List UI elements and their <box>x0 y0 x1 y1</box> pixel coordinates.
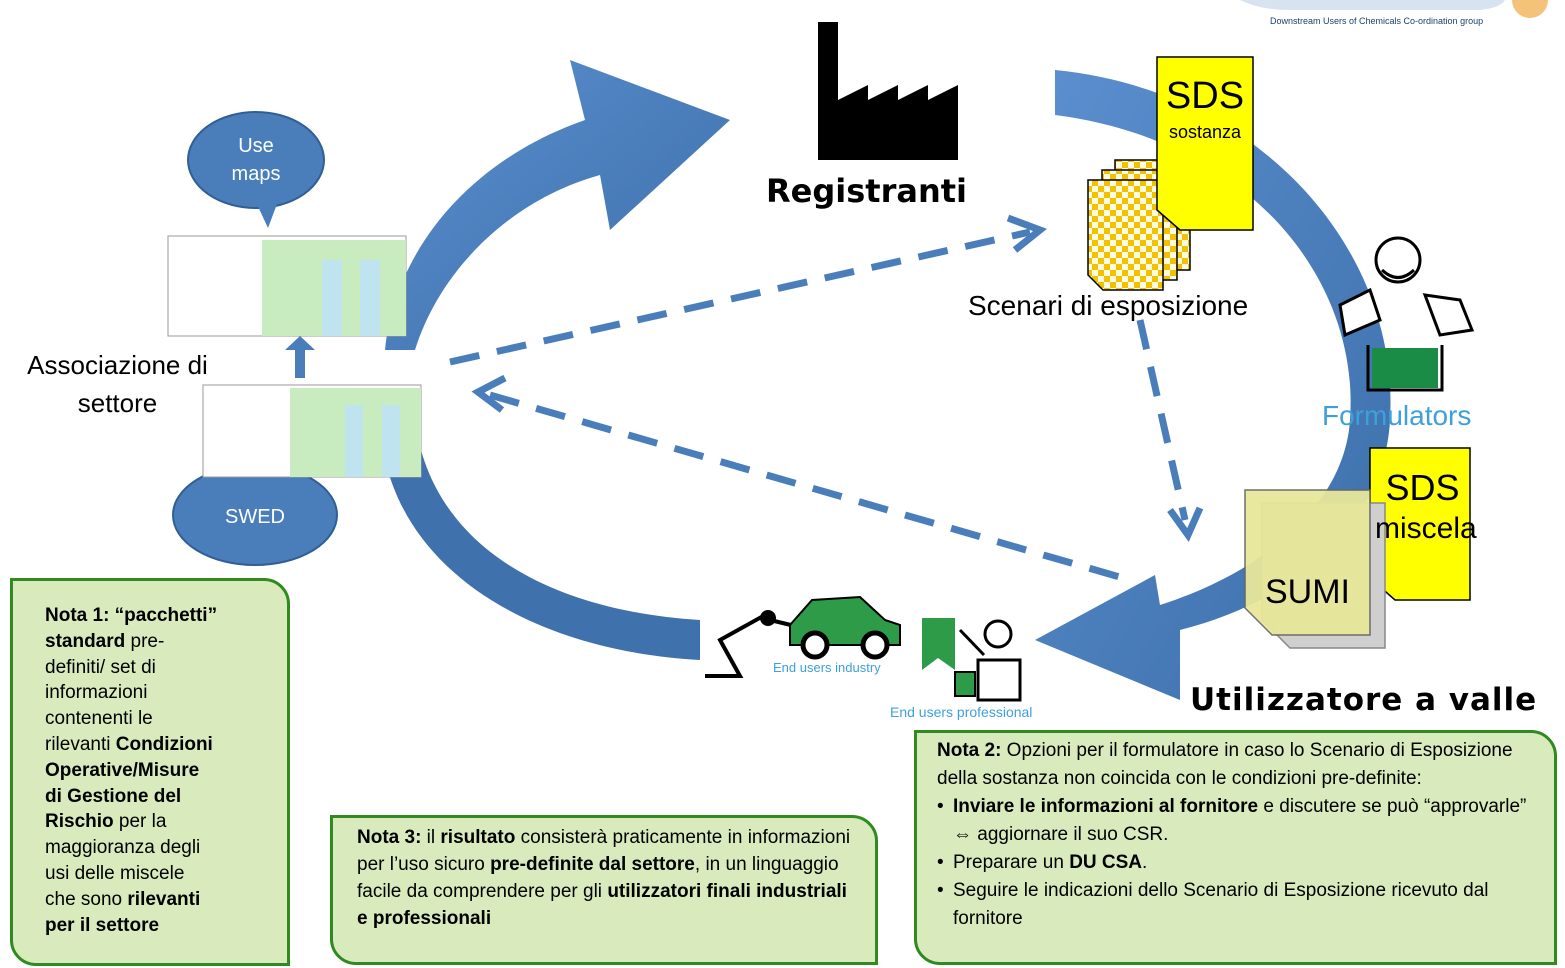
nota3-t6: utilizzatori finali industriali e profes… <box>357 881 847 929</box>
use-maps-text: Use maps <box>196 132 316 188</box>
nota1-line12a: che sono <box>45 888 128 910</box>
nota2-box: Nota 2: Opzioni per il formulatore in ca… <box>914 730 1557 965</box>
nota1-line12b: rilevanti <box>127 888 201 910</box>
swed-text: SWED <box>225 506 285 528</box>
dashed-arrows <box>449 228 1189 584</box>
formulators-label: Formulators <box>1322 400 1472 431</box>
professional-painter-icon <box>922 618 1022 702</box>
car-icon <box>789 595 901 660</box>
cycle-arrow-left-upper <box>385 60 730 350</box>
nota1-line5: contenenti le <box>45 708 153 730</box>
beaker-liquid <box>1372 348 1438 388</box>
sds-sostanza-subtitle: sostanza <box>1168 122 1242 142</box>
sds-miscela-title: SDS <box>1385 467 1460 508</box>
nota3-t5: , in un linguaggio facile da comprendere… <box>357 854 839 902</box>
nota1-line3: definiti/ set di <box>45 656 156 678</box>
nota2-title: Nota 2: <box>937 740 1002 761</box>
use-maps-bubble <box>187 111 325 228</box>
associazione-line1: Associazione di <box>27 350 208 380</box>
nota1-line4: informazioni <box>45 682 148 704</box>
nota3-t3: consisterà praticamente in informazioni … <box>357 827 851 875</box>
nota1-line9b: per la <box>113 811 167 833</box>
nota1-line7: Operative/Misure <box>45 759 200 781</box>
nota2-intro-text: Opzioni per il formulatore in caso lo Sc… <box>937 740 1513 789</box>
nota1-line2b: pre- <box>125 630 165 652</box>
logo-caption: Downstream Users of Chemicals Co-ordinat… <box>1270 16 1484 26</box>
dashed-arrowheads <box>471 214 1204 542</box>
scenari-label: Scenari di esposizione <box>968 290 1249 321</box>
nota2-b2-post: . <box>1142 852 1148 873</box>
nota1-line13: per il settore <box>45 914 160 936</box>
nota1-line1: Nota 1: “pacchetti” <box>45 605 218 626</box>
end-users-professional-label: End users professional <box>890 704 1033 720</box>
sds-miscela-subtitle: miscela <box>1375 512 1477 545</box>
sds-sostanza-title: SDS <box>1165 75 1245 117</box>
cycle-arrow-left-lower <box>380 420 700 660</box>
ducc-logo <box>1240 0 1548 18</box>
nota2-bullets: Inviare le informazioni al fornitore e d… <box>937 793 1540 933</box>
nota1-box: Nota 1: “pacchetti” standard pre- defini… <box>10 578 290 966</box>
end-users-industry-label: End users industry <box>773 660 881 675</box>
use-maps-line1: Use <box>238 135 274 157</box>
nota1-line9a: Rischio <box>45 811 114 833</box>
associazione-line2: settore <box>77 388 158 418</box>
nota2-b1-bold: Inviare le informazioni al fornitore <box>953 796 1259 817</box>
nota3-t1: il <box>421 827 441 848</box>
nota1-line6a: rilevanti <box>45 733 116 755</box>
nota1-line11: usi delle miscele <box>45 862 185 884</box>
nota1-line10: maggioranza degli <box>45 837 201 859</box>
factory-icon <box>818 22 958 160</box>
nota2-b2-bold: DU CSA <box>1069 852 1143 873</box>
nota1-line2a: standard <box>45 630 126 652</box>
nota3-t4: pre-definite dal settore <box>490 854 695 875</box>
nota3-t2: risultato <box>440 827 516 848</box>
nota2-b2-pre: Preparare un <box>953 852 1070 873</box>
sumi-label: SUMI <box>1265 573 1350 611</box>
up-arrow-small <box>285 336 315 378</box>
nota2-b1-rest: e discutere se può “approvarle” ⇔ aggior… <box>953 796 1527 845</box>
nota2-bullet-1: Inviare le informazioni al fornitore e d… <box>937 793 1540 849</box>
swed-spreadsheet <box>202 384 422 478</box>
formulator-icon <box>1338 236 1475 392</box>
nota3-title: Nota 3: <box>357 827 422 848</box>
use-maps-line2: maps <box>231 163 281 185</box>
registranti-label: Registranti <box>766 172 967 210</box>
sds-sostanza-doc <box>1156 56 1254 231</box>
nota1-line8: di Gestione del <box>45 785 182 807</box>
exposure-scenarios-icon <box>1087 159 1191 291</box>
nota2-intro: Nota 2: Opzioni per il formulatore in ca… <box>937 737 1540 793</box>
use-map-spreadsheet <box>167 235 407 337</box>
associazione-label: Associazione di settore <box>10 346 225 422</box>
utilizzatore-label: Utilizzatore a valle <box>1190 682 1538 718</box>
nota2-bullet-3: Seguire le indicazioni dello Scenario di… <box>937 877 1540 933</box>
sumi-doc <box>1244 489 1386 649</box>
nota3-box: Nota 3: il risultato consisterà praticam… <box>330 815 878 965</box>
nota1-line6b: Condizioni <box>115 733 213 755</box>
nota2-bullet-2: Preparare un DU CSA. <box>937 849 1540 877</box>
